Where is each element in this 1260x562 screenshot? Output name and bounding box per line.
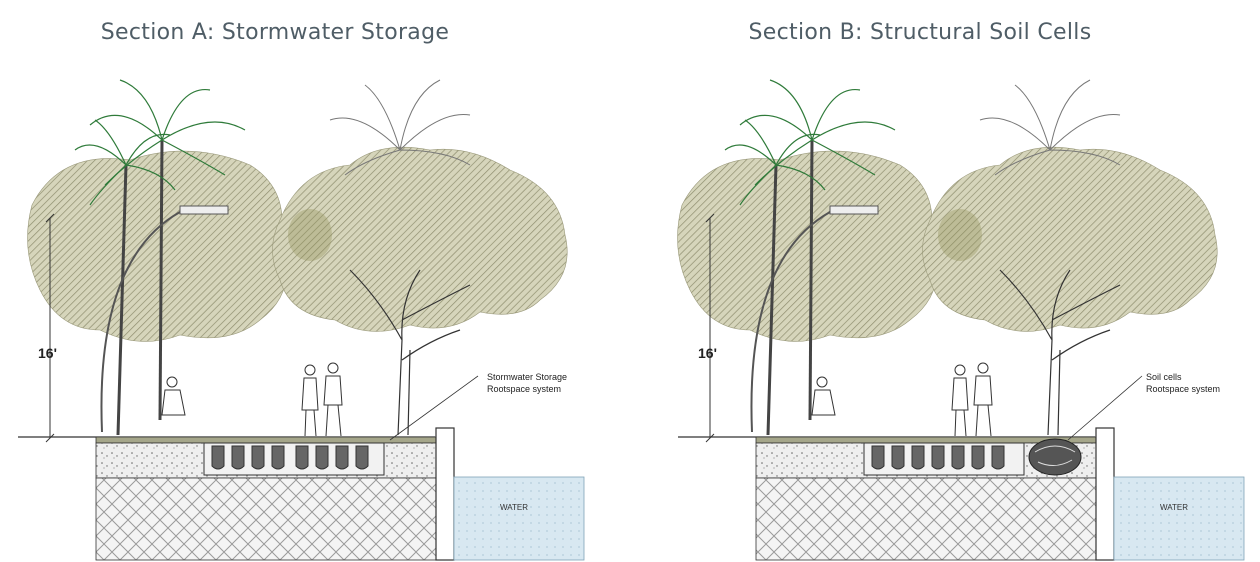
retaining-wall [435, 427, 455, 561]
callout-line-2: Rootspace system [487, 384, 561, 394]
callout-leader [389, 375, 479, 441]
pedestrians [161, 362, 343, 437]
tree-trunk [349, 269, 471, 436]
water-body [1113, 476, 1245, 561]
palm-trees [724, 79, 896, 436]
street-lamp [750, 205, 879, 433]
palm-tree-grey [329, 79, 471, 176]
grass-strip [95, 436, 437, 444]
section-a-drawing: 16' WATER Stormwat [18, 79, 585, 561]
root-ball [1028, 438, 1082, 476]
stormwater-storage-cells [203, 442, 385, 476]
pedestrians [811, 362, 993, 437]
height-label: 16' [38, 345, 57, 361]
palm-trees [74, 79, 246, 436]
section-a-title: Section A: Stormwater Storage [100, 20, 450, 45]
section-b-panel: Section B: Structural Soil Cells [630, 0, 1260, 562]
height-dimension [705, 213, 715, 443]
height-dimension [45, 213, 55, 443]
street-lamp [100, 205, 229, 433]
water-label: WATER [1160, 503, 1188, 512]
retaining-wall [1095, 427, 1115, 561]
palm-tree-grey [979, 79, 1121, 176]
section-b-drawing: 16' WATER Soil cells Rootspac [677, 79, 1245, 561]
water-label: WATER [500, 503, 528, 512]
tree-canopy-left [677, 150, 937, 342]
tree-trunk [999, 269, 1121, 436]
callout-leader [1067, 375, 1143, 441]
callout-line-1: Stormwater Storage [487, 372, 567, 382]
height-label: 16' [698, 345, 717, 361]
callout-line-2: Rootspace system [1146, 384, 1220, 394]
base-layer [95, 477, 437, 561]
base-layer [755, 477, 1097, 561]
section-b-title: Section B: Structural Soil Cells [748, 20, 1092, 45]
tree-canopy-right [922, 146, 1218, 332]
section-a-panel: Section A: Stormwater Storage [18, 20, 585, 561]
soil-cells [863, 442, 1025, 476]
callout-line-1: Soil cells [1146, 372, 1182, 382]
water-body [453, 476, 585, 561]
tree-canopy-left [27, 150, 287, 342]
tree-canopy-right [272, 146, 568, 332]
